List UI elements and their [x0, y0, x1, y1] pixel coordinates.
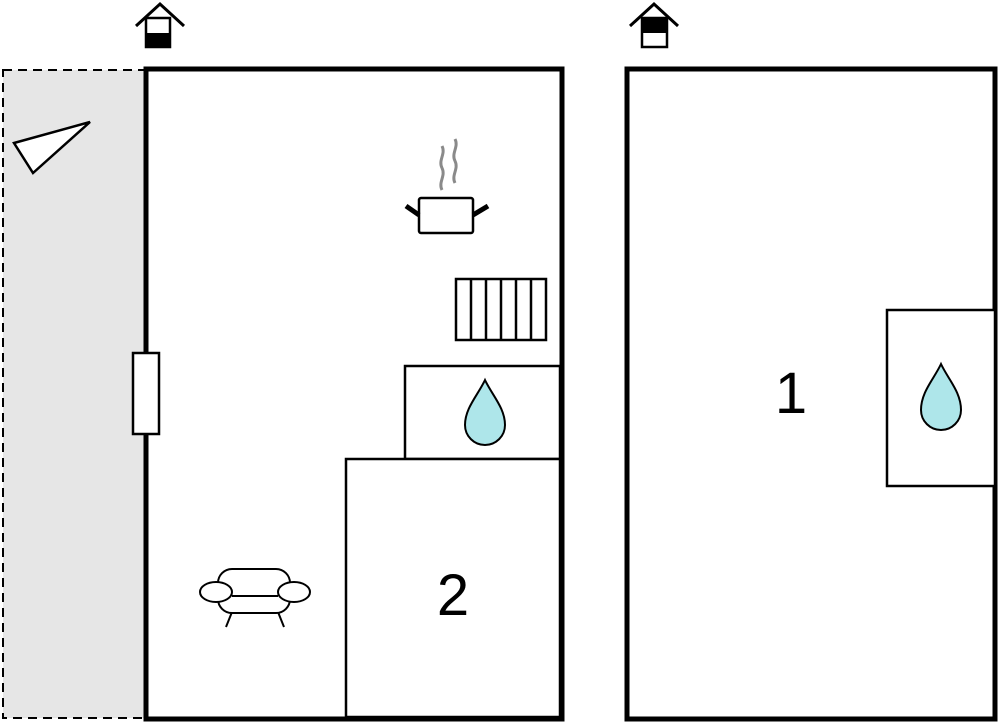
sofa-icon	[199, 568, 311, 628]
upper-floor-icon	[628, 1, 680, 49]
radiator-icon	[454, 277, 548, 342]
door-icon	[131, 351, 161, 436]
bedroom-2	[344, 457, 562, 719]
room-label-1: 1	[775, 361, 807, 426]
ground-floor-icon	[134, 1, 186, 49]
water-drop-icon	[463, 377, 507, 446]
direction-arrow-icon	[12, 120, 91, 175]
kitchen-pot-icon	[404, 138, 490, 235]
water-drop-icon	[919, 361, 963, 431]
terrace	[2, 69, 147, 719]
room-label-2: 2	[437, 563, 469, 628]
